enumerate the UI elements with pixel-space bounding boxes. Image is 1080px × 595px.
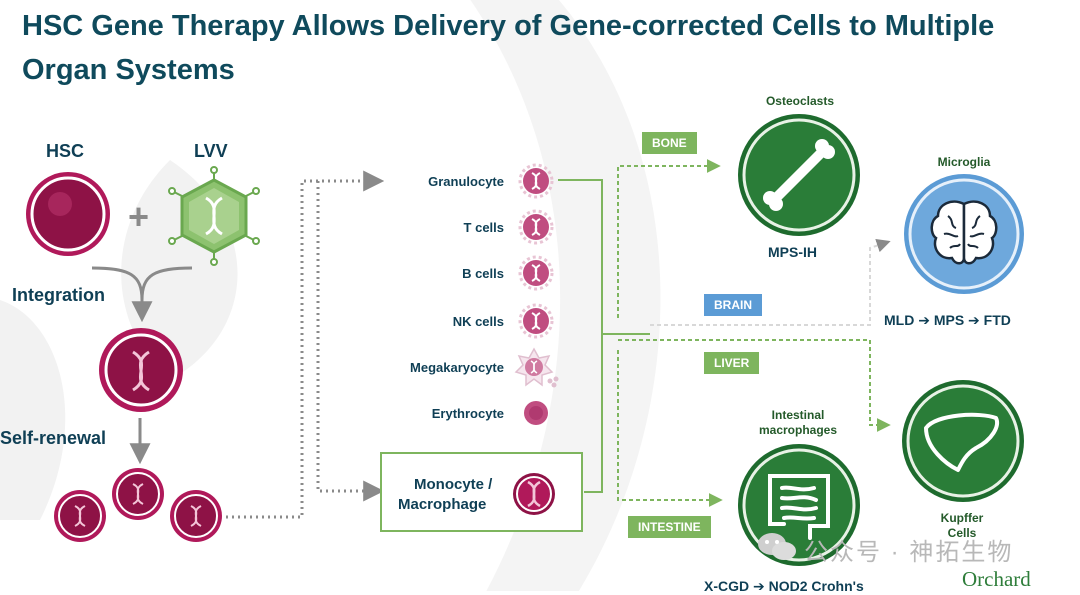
megakaryocyte-label: Megakaryocyte [410,360,504,375]
hsc-label: HSC [46,141,85,161]
intestine-tag: INTESTINE [628,516,711,538]
intestinal-label-1: Intestinal [771,408,825,422]
bone-disease-label: MPS-IH [768,244,817,260]
liver-tag: LIVER [704,352,760,374]
kupffer-label-1: Kupffer [940,511,984,525]
self-renewal-label: Self-renewal [0,428,107,448]
b-cells-label: B cells [462,266,504,281]
monocyte-label: Monocyte / [414,476,493,493]
osteoclasts-label: Osteoclasts [765,94,835,108]
lvv-label: LVV [194,141,228,161]
bone-tag: BONE [642,132,697,154]
watermark-text: 公众号 · 神拓生物 [804,539,1014,566]
monocyte-macrophage-box [380,452,583,532]
brain-organ-icon [904,174,1024,294]
brain-disease-label: MLD ➔ MPS ➔ FTD [884,312,1011,328]
bone-organ-icon [738,114,860,236]
plus-sign: + [128,196,150,237]
hsc-cell-icon [26,172,110,256]
monocyte-icon [513,473,555,515]
nk-cells-label: NK cells [452,314,504,329]
integrated-hsc-icon [99,328,183,412]
intestine-disease-label: X-CGD ➔ NOD2 Crohn's [704,578,864,594]
renewed-cells-icon [54,468,222,542]
t-cells-label: T cells [463,220,504,235]
granulocyte-label: Granulocyte [428,174,504,189]
lentiviral-vector-icon [168,166,260,266]
erythrocyte-label: Erythrocyte [431,406,504,421]
integration-label: Integration [12,285,105,305]
page-title: HSC Gene Therapy Allows Delivery of Gene… [22,10,995,86]
wechat-icon [758,533,796,560]
microglia-label: Microglia [937,155,991,169]
blood-cells-icons [514,163,559,425]
brain-tag: BRAIN [704,294,762,316]
macrophage-label: Macrophage [398,496,487,513]
kupffer-label-2: Cells [947,526,977,540]
liver-organ-icon [902,380,1024,502]
orchard-logo: Orchard [962,567,1031,591]
intestinal-label-2: macrophages [758,423,838,437]
